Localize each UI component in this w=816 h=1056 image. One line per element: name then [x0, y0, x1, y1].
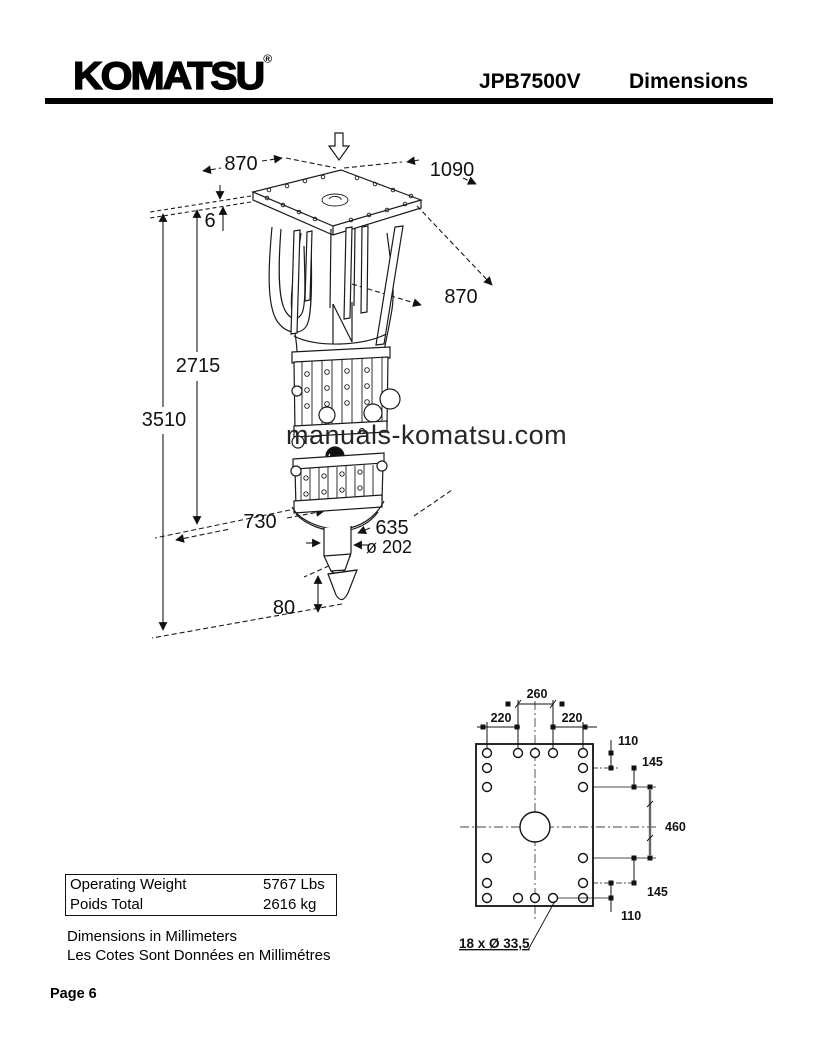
bolt-dim-220-right: 220 [562, 711, 583, 725]
bolt-dim-110-top: 110 [618, 734, 638, 748]
bolt-pattern-drawing: 260 220 220 110 145 460 145 110 18 x Ø 3… [459, 687, 686, 951]
dim-plate-thickness: 6 [204, 210, 215, 232]
units-note-en: Dimensions in Millimeters [67, 928, 238, 945]
dim-body-height: 2715 [176, 355, 221, 377]
dimension-lines [149, 154, 493, 639]
weight-value-kg: 2616 kg [263, 896, 317, 913]
dim-top-width: 870 [224, 153, 257, 175]
table-row: Operating Weight 5767 Lbs [66, 875, 336, 895]
dim-total-height: 3510 [142, 409, 187, 431]
komatsu-logo: KOMATSU® [72, 52, 273, 99]
breaker-body [251, 132, 423, 601]
registered-mark: ® [263, 52, 273, 66]
dim-base-offset: 635 [375, 517, 408, 539]
plate-holes [264, 174, 414, 223]
weight-value-lbs: 5767 Lbs [263, 876, 325, 893]
weight-label-en: Operating Weight [70, 876, 187, 893]
upper-ribs [301, 357, 383, 428]
dim-tool-diameter: ø 202 [366, 537, 412, 557]
dimension-labels: 870 1090 6 870 2715 3510 730 635 ø 202 8… [142, 153, 478, 619]
bolt-holes-note: 18 x Ø 33,5 [459, 936, 530, 951]
down-arrow-icon [327, 132, 351, 162]
dim-base-width: 730 [243, 511, 276, 533]
bolt-dim-460: 460 [665, 820, 686, 834]
logo-text: KOMATSU [72, 53, 266, 98]
bolt-dim-220-left: 220 [491, 711, 512, 725]
bolt-dim-260: 260 [527, 687, 548, 701]
page-title: Dimensions [629, 70, 749, 93]
bolt-dim-145-bottom: 145 [647, 885, 668, 899]
weight-table: Operating Weight 5767 Lbs Poids Total 26… [65, 874, 337, 916]
bolt-dim-145-top: 145 [642, 755, 663, 769]
page-number: Page 6 [50, 986, 97, 1002]
dim-tool-protrusion: 80 [273, 597, 295, 619]
bolt-dimension-labels: 260 220 220 110 145 460 145 110 18 x Ø 3… [459, 687, 686, 951]
units-notes: Dimensions in Millimeters Les Cotes Sont… [67, 927, 330, 965]
header-rule [45, 98, 773, 104]
lower-ribs [300, 465, 374, 505]
weight-label-fr: Poids Total [70, 896, 144, 913]
bolt-dimensions [477, 699, 656, 951]
units-note-fr: Les Cotes Sont Données en Millimétres [67, 947, 331, 964]
table-row: Poids Total 2616 kg [66, 895, 336, 915]
dim-top-length: 1090 [430, 159, 475, 181]
bolt-plate [475, 743, 594, 907]
bolt-dim-110-bottom: 110 [621, 909, 641, 923]
breaker-dimension-drawing: 870 1090 6 870 2715 3510 730 635 ø 202 8… [142, 132, 493, 639]
model-number: JPB7500V [479, 70, 581, 93]
dim-side-width: 870 [444, 286, 477, 308]
centerlines [460, 701, 656, 921]
watermark: manuals-komatsu.com [286, 420, 568, 450]
